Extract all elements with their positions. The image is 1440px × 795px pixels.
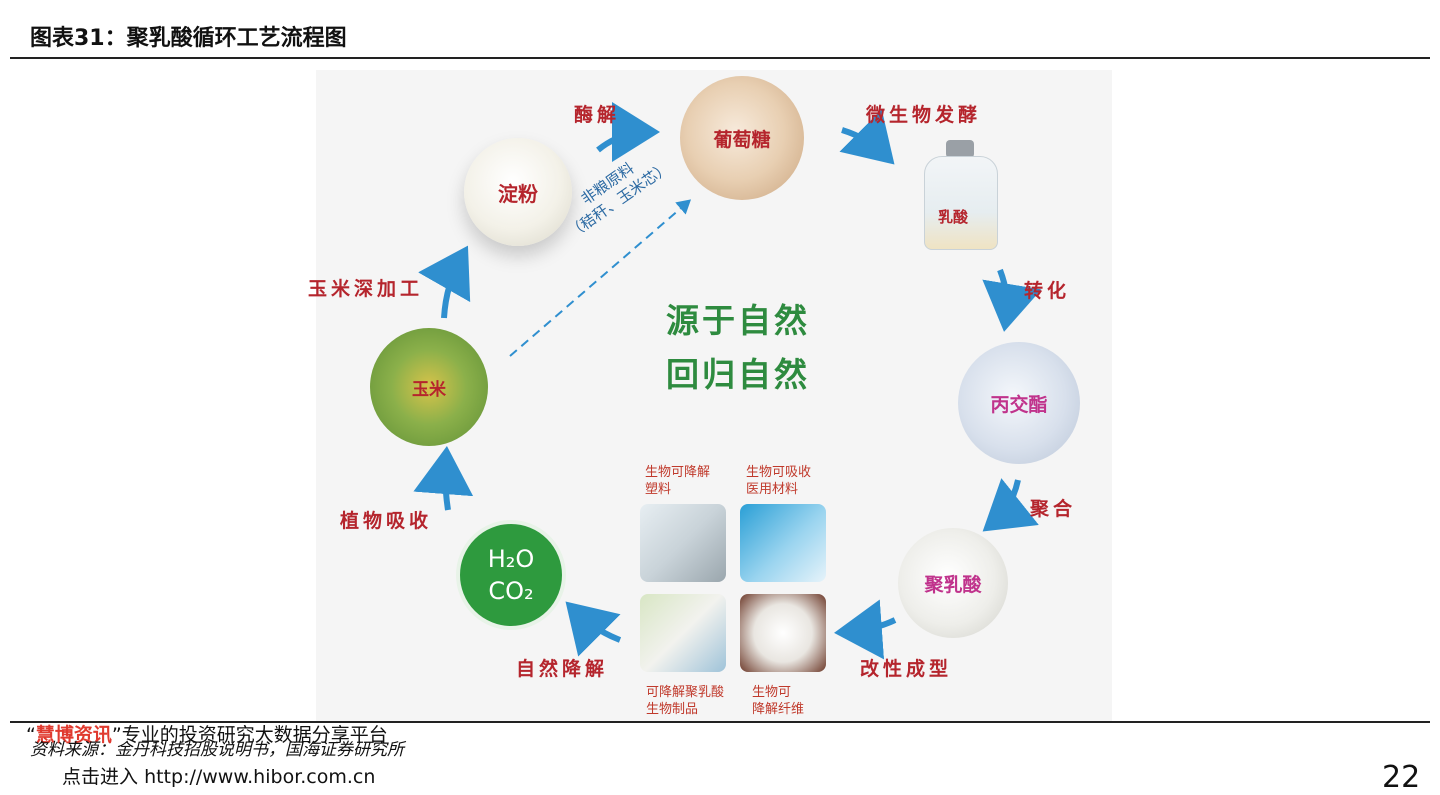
step-degradation: 自然降解 [516, 658, 609, 680]
water-co2-node: H₂O CO₂ [456, 520, 566, 630]
corn-node: 玉米 [370, 328, 488, 446]
product-photo-fiber [740, 594, 826, 672]
product-photo-bioproducts [640, 594, 726, 672]
step-plant-absorb: 植物吸收 [340, 510, 433, 532]
step-enzymolysis: 酶解 [574, 104, 621, 126]
pla-label: 聚乳酸 [924, 573, 982, 596]
watermark-url[interactable]: http://www.hibor.com.cn [144, 766, 376, 788]
product-photo-medical [740, 504, 826, 582]
bottom-rule [10, 721, 1430, 723]
bottle-body [924, 156, 998, 250]
watermark-line1: “慧博资讯”专业的投资研究大数据分享平台 [26, 724, 388, 746]
lactide-label: 丙交酯 [990, 393, 1048, 416]
step-polymerization: 聚合 [1030, 498, 1077, 520]
step-modification: 改性成型 [860, 658, 953, 680]
lactide-node: 丙交酯 [958, 342, 1080, 464]
lactic-acid-label: 乳酸 [938, 208, 969, 226]
lactic-acid-bottle: 乳酸 [916, 140, 1004, 250]
water-label: H₂O [487, 545, 535, 573]
slogan-line1: 源于自然 [666, 301, 810, 340]
figure-title: 图表31：聚乳酸循环工艺流程图 [30, 26, 347, 51]
product-caption-3: 可降解聚乳酸 生物制品 [646, 685, 725, 717]
corn-label: 玉米 [412, 379, 446, 400]
step-corn-processing: 玉米深加工 [308, 278, 424, 300]
pla-node: 聚乳酸 [898, 528, 1008, 638]
product-photo-plastic [640, 504, 726, 582]
step-fermentation: 微生物发酵 [866, 104, 982, 126]
co2-label: CO₂ [488, 577, 534, 605]
watermark-text: 专业的投资研究大数据分享平台 [121, 724, 388, 746]
starch-node: 淀粉 [464, 138, 572, 246]
product-caption-4: 生物可 降解纤维 [752, 685, 805, 717]
starch-label: 淀粉 [498, 181, 538, 206]
step-conversion: 转化 [1024, 280, 1071, 302]
bottle-cap [946, 140, 974, 158]
top-rule [10, 57, 1430, 59]
product-caption-1: 生物可降解 塑料 [645, 465, 711, 497]
figure-source: 资料来源：金丹科技招股说明书，国海证券研究所 [30, 740, 404, 760]
watermark-brand: 慧博资讯 [35, 724, 112, 746]
glucose-label: 葡萄糖 [713, 128, 771, 151]
glucose-node: 葡萄糖 [680, 76, 804, 200]
slogan-line2: 回归自然 [666, 355, 810, 394]
watermark-line2[interactable]: 点击进入 http://www.hibor.com.cn [62, 766, 376, 788]
product-caption-2: 生物可吸收 医用材料 [746, 465, 812, 497]
